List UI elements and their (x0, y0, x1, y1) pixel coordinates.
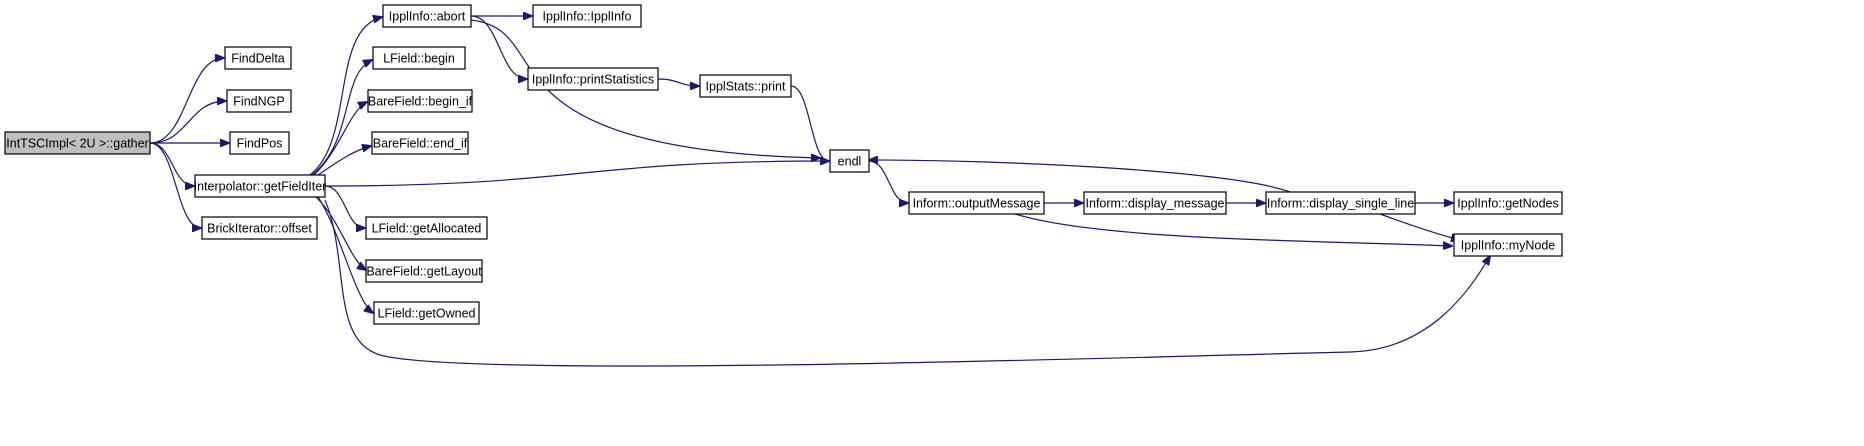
edge-getFieldIter-to-getOwned (317, 196, 373, 313)
node-label: LField::getOwned (378, 307, 476, 321)
node-box (382, 4, 472, 28)
node-label: endl (838, 155, 862, 169)
node-box (532, 4, 642, 28)
node-label: Interpolator::getFieldIter (194, 180, 327, 194)
node-endIf[interactable]: BareField::end_if (371, 131, 469, 155)
node-box (194, 174, 326, 198)
node-box (1453, 233, 1563, 257)
node-box (1453, 191, 1563, 215)
node-box (201, 216, 318, 240)
node-getFieldIter[interactable]: Interpolator::getFieldIter (194, 174, 327, 198)
edge-outputMessage-to-myNode (1014, 213, 1452, 246)
edge-statsPrint-to-endl (790, 85, 829, 161)
node-getNodes[interactable]: IpplInfo::getNodes (1453, 191, 1563, 215)
node-label: FindPos (237, 137, 283, 151)
node-box (365, 216, 488, 240)
node-box (4, 131, 151, 155)
node-lbegin[interactable]: LField::begin (372, 46, 466, 70)
node-outputMessage[interactable]: Inform::outputMessage (908, 191, 1045, 215)
node-findNGP[interactable]: FindNGP (226, 89, 292, 113)
node-displaySingle[interactable]: Inform::display_single_line (1265, 191, 1416, 215)
node-box (699, 74, 792, 98)
node-findDelta[interactable]: FindDelta (224, 46, 292, 70)
edge-printStats-to-statsPrint (657, 78, 699, 86)
node-label: BareField::getLayout (366, 265, 482, 279)
node-label: IpplInfo::myNode (1461, 239, 1556, 253)
node-box (829, 149, 870, 173)
node-box (226, 89, 292, 113)
node-label: IpplInfo::getNodes (1457, 197, 1558, 211)
edge-getFieldIter-to-myNode (324, 199, 1490, 367)
node-label: Inform::outputMessage (913, 197, 1041, 211)
edges (149, 15, 1490, 367)
node-statsPrint[interactable]: IpplStats::print (699, 74, 792, 98)
edge-getFieldIter-to-getLayout (315, 196, 366, 270)
edge-abort-to-printStats (470, 15, 527, 79)
node-beginIf[interactable]: BareField::begin_if (367, 89, 473, 113)
node-label: BareField::begin_if (368, 95, 473, 109)
node-abort[interactable]: IpplInfo::abort (382, 4, 472, 28)
edge-getFieldIter-to-lbegin (311, 60, 372, 176)
node-label: IpplStats::print (706, 80, 786, 94)
node-getLayout[interactable]: BareField::getLayout (365, 259, 483, 283)
edge-gather-to-findDelta (149, 58, 224, 144)
node-endl[interactable]: endl (829, 149, 870, 173)
node-displayMessage[interactable]: Inform::display_message (1083, 191, 1227, 215)
node-label: FindDelta (231, 52, 285, 66)
node-box (372, 46, 466, 70)
node-box (365, 259, 483, 283)
node-printStats[interactable]: IpplInfo::printStatistics (527, 67, 659, 91)
node-ipplInfo[interactable]: IpplInfo::IpplInfo (532, 4, 642, 28)
edge-gather-to-offset (149, 142, 201, 228)
node-label: BrickIterator::offset (207, 222, 312, 236)
node-myNode[interactable]: IpplInfo::myNode (1453, 233, 1563, 257)
edge-endl-to-outputMessage (868, 160, 908, 203)
node-box (1265, 191, 1416, 215)
node-label: Inform::display_single_line (1267, 197, 1414, 211)
edge-getFieldIter-to-endIf (317, 146, 371, 176)
nodes: IntTSCImpl< 2U >::gather FindDeltaFindNGP… (4, 4, 1563, 325)
edge-getFieldIter-to-getAllocated (324, 185, 365, 228)
node-box (527, 67, 659, 91)
node-label: LField::getAllocated (372, 222, 482, 236)
node-box (229, 131, 290, 155)
node-box (224, 46, 292, 70)
node-label: LField::begin (383, 52, 455, 66)
node-label: IpplInfo::printStatistics (532, 73, 654, 87)
node-getOwned[interactable]: LField::getOwned (373, 301, 480, 325)
node-label: IpplInfo::IpplInfo (543, 10, 632, 24)
node-box (1083, 191, 1227, 215)
node-box (371, 131, 469, 155)
node-box (373, 301, 480, 325)
node-label: IntTSCImpl< 2U >::gather (6, 137, 148, 151)
node-gather[interactable]: IntTSCImpl< 2U >::gather (4, 131, 151, 155)
edge-getFieldIter-to-beginIf (313, 102, 367, 176)
node-label: IpplInfo::abort (389, 10, 466, 24)
edge-getFieldIter-to-endl (324, 161, 829, 187)
edge-getFieldIter-to-abort (309, 17, 382, 176)
node-label: BareField::end_if (373, 137, 468, 151)
node-label: FindNGP (233, 95, 284, 109)
node-label: Inform::display_message (1086, 197, 1225, 211)
node-offset[interactable]: BrickIterator::offset (201, 216, 318, 240)
edge-displaySingle-to-myNode (1379, 213, 1460, 240)
edge-gather-to-getFieldIter (149, 142, 194, 186)
edge-displaySingle-to-endl (869, 160, 1291, 193)
edge-gather-to-findNGP (149, 101, 226, 144)
node-box (367, 89, 473, 113)
node-box (908, 191, 1045, 215)
node-findPos[interactable]: FindPos (229, 131, 290, 155)
node-getAllocated[interactable]: LField::getAllocated (365, 216, 488, 240)
